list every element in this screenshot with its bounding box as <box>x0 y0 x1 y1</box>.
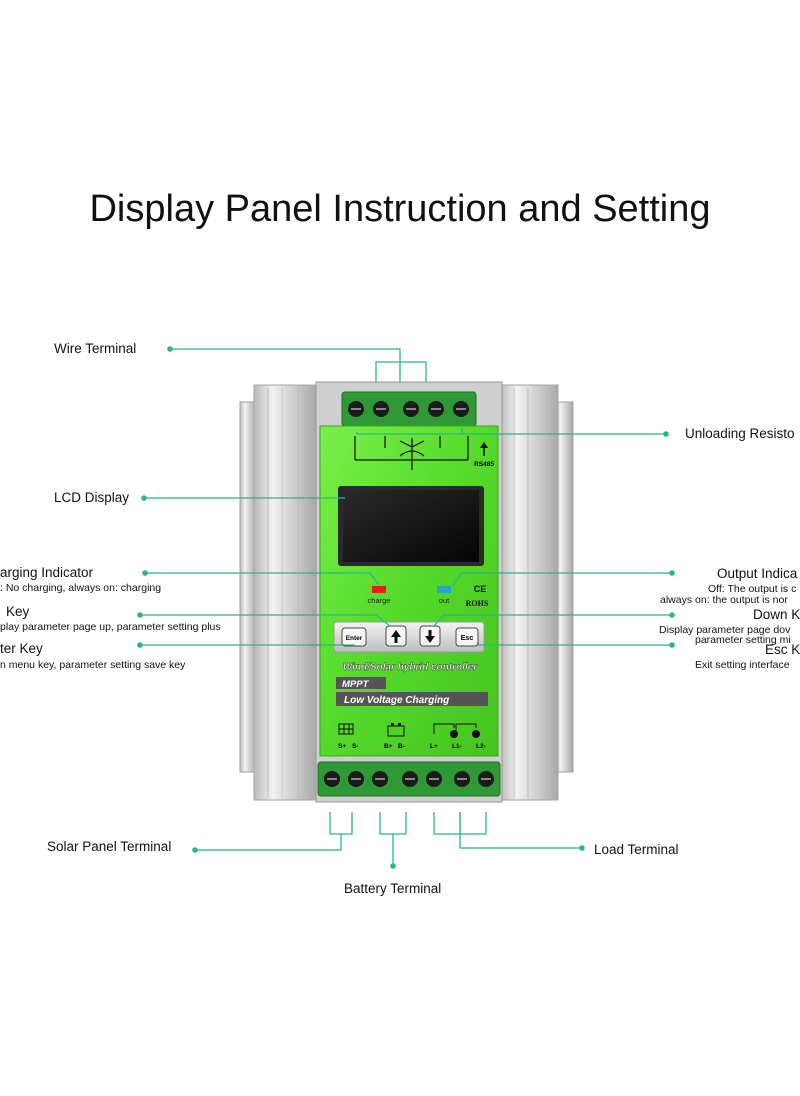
label-enter-key: ter Key <box>0 641 43 656</box>
label-esc-key-desc: Exit setting interface <box>695 659 790 671</box>
page-title: Display Panel Instruction and Setting <box>89 188 711 230</box>
terminal-mark-l2-minus: L2- <box>476 743 486 750</box>
terminal-mark-b-minus: B- <box>398 743 405 750</box>
load-bulb-icon <box>433 723 480 738</box>
up-button[interactable] <box>385 625 407 647</box>
label-down-key-desc1: Display parameter page dov <box>659 624 791 636</box>
label-esc-key: Esc K <box>765 642 800 657</box>
callout-enter-key <box>140 644 355 646</box>
label-battery-terminal: Battery Terminal <box>344 881 442 896</box>
esc-button-label: Esc <box>461 635 474 642</box>
label-up-key-desc: play parameter page up, parameter settin… <box>0 621 221 633</box>
label-output-indicator-desc2: always on: the output is nor <box>660 594 788 606</box>
low-voltage-badge-label: Low Voltage Charging <box>344 695 449 706</box>
callout-up-key <box>140 614 391 627</box>
callout-solar <box>329 812 353 835</box>
turbine-diagram <box>354 436 469 470</box>
label-load-terminal: Load Terminal <box>594 842 679 857</box>
lcd-screen <box>338 486 484 566</box>
low-voltage-badge <box>336 692 488 706</box>
charge-led-label: charge <box>368 596 391 605</box>
enter-button[interactable]: Enter <box>341 627 367 647</box>
out-led-label: out <box>439 596 450 605</box>
charge-led <box>372 586 386 593</box>
rs485-label: RS485 <box>474 461 494 468</box>
bottom-terminal-block <box>317 761 501 797</box>
label-unloading-resistor: Unloading Resisto <box>685 426 795 441</box>
label-lcd-display: LCD Display <box>54 490 130 505</box>
out-led <box>437 586 451 593</box>
left-heatsink <box>239 384 317 801</box>
callout-output <box>451 572 672 587</box>
ce-mark: CE <box>474 584 487 594</box>
callout-down-key <box>433 614 672 627</box>
label-down-key: Down K <box>753 607 800 622</box>
label-output-indicator-desc1: Off: The output is c <box>708 583 797 595</box>
battery-icon <box>387 723 405 737</box>
esc-button[interactable]: Esc <box>455 627 479 647</box>
label-solar-panel-terminal: Solar Panel Terminal <box>47 839 172 854</box>
callout-load <box>433 812 461 835</box>
enter-button-label: Enter <box>346 635 363 642</box>
panel-name: Wind/Solar hybrid controller <box>343 662 478 673</box>
solar-panel-icon <box>338 723 354 735</box>
callout-charging <box>145 572 380 586</box>
mppt-badge-label: MPPT <box>342 679 370 690</box>
callout-battery <box>379 812 407 835</box>
callout-unloading <box>356 432 666 435</box>
callout-wire-terminal <box>170 348 401 382</box>
rohs-mark: ROHS <box>466 599 489 608</box>
terminal-mark-s-plus: S+ <box>338 743 346 750</box>
mppt-badge <box>336 677 386 689</box>
label-enter-key-desc: n menu key, parameter setting save key <box>0 659 186 671</box>
label-charging-indicator: arging Indicator <box>0 565 94 580</box>
terminal-mark-b-plus: B+ <box>384 743 393 750</box>
label-wire-terminal: Wire Terminal <box>54 341 137 356</box>
label-output-indicator: Output Indica <box>717 566 798 581</box>
rs485-arrow-icon <box>480 442 488 456</box>
terminal-mark-s-minus: S- <box>352 743 359 750</box>
label-down-key-desc2: parameter setting mi <box>695 634 791 646</box>
right-heatsink <box>499 384 574 801</box>
label-charging-indicator-desc: : No charging, always on: charging <box>0 582 162 594</box>
down-button[interactable] <box>419 625 441 647</box>
arrow-down-icon <box>425 630 435 643</box>
arrow-up-icon <box>391 630 401 643</box>
terminal-mark-l-plus: L+ <box>430 743 438 750</box>
top-terminal-block <box>341 391 477 427</box>
terminal-mark-l1-minus: L1- <box>452 743 462 750</box>
label-up-key: Key <box>6 604 30 619</box>
